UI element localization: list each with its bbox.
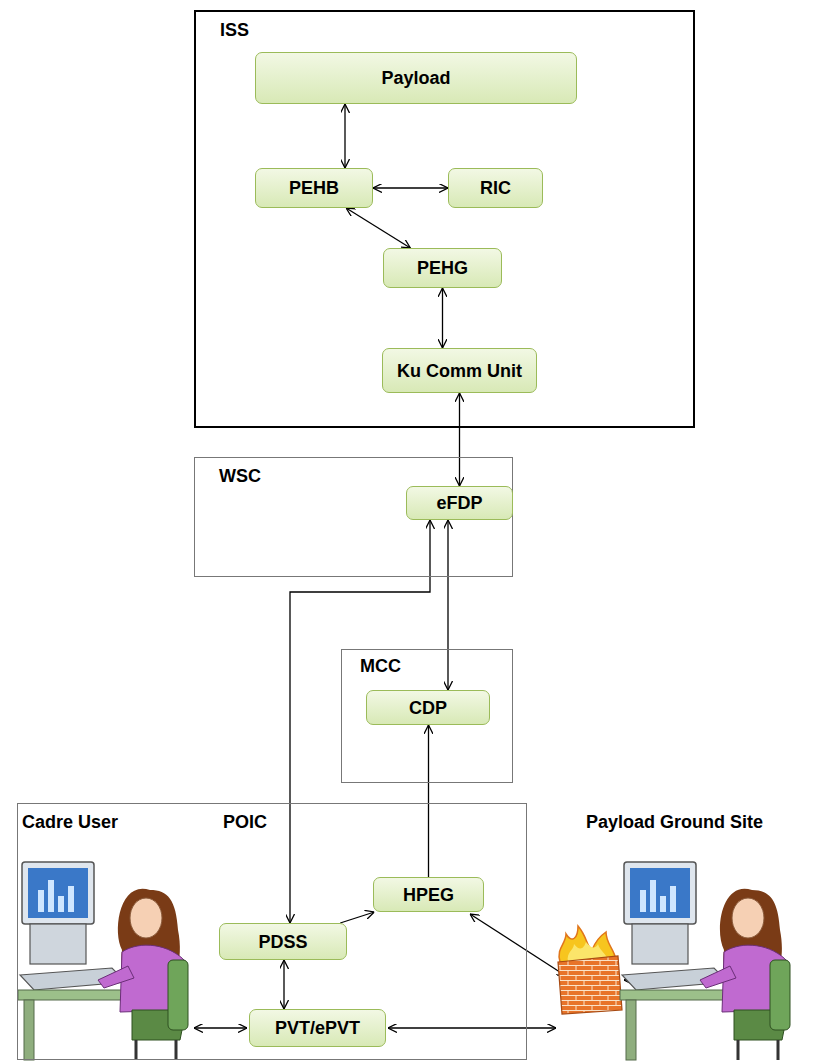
region-box: ISS PayloadPEHB RIC PEHG Ku Comm Unit	[194, 10, 695, 428]
region-heading: ISS	[220, 20, 249, 41]
box-label: Ku Comm Unit	[397, 364, 522, 378]
box-label: RIC	[480, 181, 511, 195]
process-box: RIC	[448, 168, 543, 208]
firewall-icon	[558, 926, 622, 1014]
region-heading: MCC	[360, 656, 401, 677]
region-box: WSC eFDP	[194, 457, 513, 577]
connector-arrow	[459, 393, 460, 486]
box-label: eFDP	[436, 496, 482, 510]
region-box: MCC CDP	[341, 649, 513, 783]
region-heading: WSC	[219, 466, 261, 487]
process-box: PDSS	[219, 923, 347, 960]
process-box: eFDP	[406, 486, 513, 520]
firewall-link	[388, 1027, 556, 1028]
cadre-user-figure	[18, 862, 188, 1060]
process-box: PEHB	[255, 168, 373, 208]
process-box: PEHG	[383, 248, 502, 288]
box-label: PEHG	[417, 261, 468, 275]
ground-site-figure	[620, 862, 790, 1060]
process-box: PVT/ePVT	[249, 1009, 386, 1047]
connector-arrow	[373, 187, 448, 188]
connector-arrow	[340, 912, 374, 923]
box-label: PVT/ePVT	[275, 1021, 360, 1035]
box-label: PDSS	[258, 935, 307, 949]
connector-arrow	[346, 208, 410, 248]
connector-arrow	[447, 520, 448, 690]
connector-arrow	[428, 725, 429, 877]
connector-arrow	[283, 960, 284, 1009]
process-box: CDP	[366, 690, 490, 725]
process-box: HPEG	[373, 877, 484, 912]
connector-arrow	[442, 288, 443, 348]
site-label: Cadre User	[22, 812, 118, 833]
box-label: HPEG	[403, 888, 454, 902]
site-label: Payload Ground Site	[586, 812, 763, 833]
process-box: Ku Comm Unit	[382, 348, 537, 393]
connector-arrow	[344, 104, 345, 168]
box-label: CDP	[409, 701, 447, 715]
firewall-hpeg-link	[470, 914, 566, 976]
box-label: PEHB	[289, 181, 339, 195]
box-label: Payload	[381, 71, 450, 85]
user-link	[194, 1027, 247, 1028]
process-box: Payload	[255, 52, 577, 104]
region-box: POIC PDSS HPEG PVT/ePVT	[17, 803, 527, 1060]
region-heading: POIC	[223, 812, 267, 833]
